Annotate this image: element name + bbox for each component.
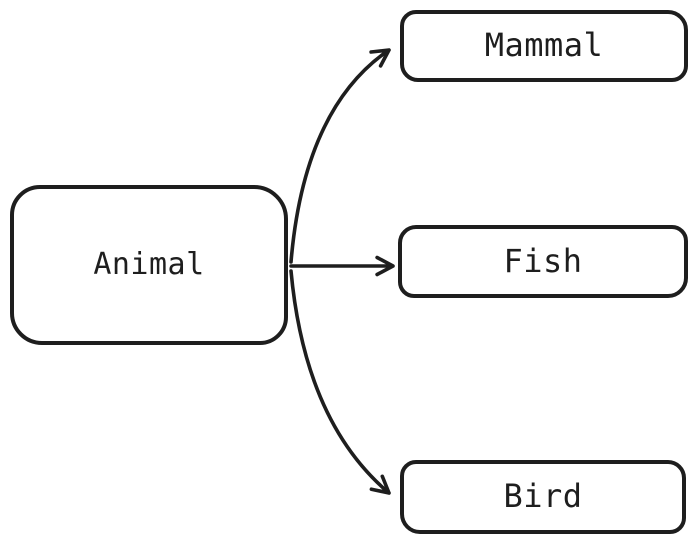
- edge-animal-fish[interactable]: [289, 255, 395, 277]
- edge-animal-bird[interactable]: [289, 269, 391, 495]
- node-fish-label: Fish: [503, 241, 583, 280]
- node-mammal[interactable]: Mammal: [400, 10, 688, 82]
- node-animal-label: Animal: [93, 246, 205, 282]
- node-bird[interactable]: Bird: [400, 460, 686, 534]
- node-bird-label: Bird: [503, 477, 583, 515]
- node-fish[interactable]: Fish: [398, 225, 688, 298]
- node-animal[interactable]: Animal: [10, 185, 288, 345]
- node-mammal-label: Mammal: [484, 26, 604, 64]
- edge-animal-mammal[interactable]: [289, 48, 391, 264]
